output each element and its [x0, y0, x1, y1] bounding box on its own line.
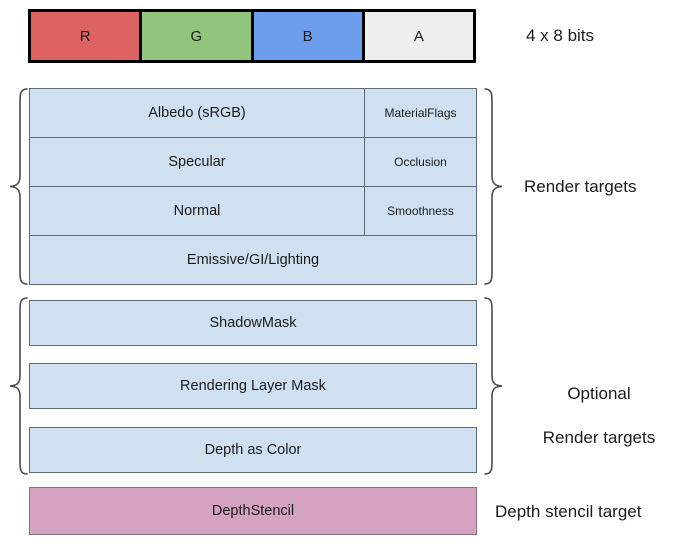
channel-label-g: G	[190, 27, 203, 45]
curly-brace-icon	[7, 297, 29, 475]
depth-stencil-box: DepthStencil	[29, 487, 477, 535]
channel-cell-b: B	[253, 12, 365, 60]
render-targets-table: Albedo (sRGB) MaterialFlags Specular Occ…	[29, 88, 477, 285]
table-row: Specular Occlusion	[30, 138, 476, 187]
curly-brace-icon	[483, 88, 505, 285]
channel-label-a: A	[413, 27, 424, 45]
render-targets-caption: Render targets	[524, 177, 637, 196]
optional-render-targets-caption-line2: Render targets	[542, 428, 656, 448]
render-target-alpha-label: Smoothness	[387, 204, 454, 218]
optional-render-targets-caption-line1: Optional	[567, 384, 631, 404]
optional-render-targets-caption: Optional Render targets	[514, 361, 684, 471]
render-target-main-cell: Specular	[30, 138, 365, 186]
channel-label-b: B	[302, 27, 313, 45]
render-target-alpha-label: MaterialFlags	[384, 106, 457, 120]
channel-cell-g: G	[142, 12, 254, 60]
optional-render-target-label: Rendering Layer Mask	[180, 378, 326, 394]
optional-render-target-box: Rendering Layer Mask	[29, 363, 477, 409]
table-row: Emissive/GI/Lighting	[30, 236, 476, 284]
render-target-main-cell: Albedo (sRGB)	[30, 89, 365, 137]
channel-label-r: R	[79, 27, 91, 45]
render-target-main-cell: Normal	[30, 187, 365, 235]
render-target-main-label: Albedo (sRGB)	[148, 105, 246, 121]
channel-bar-caption: 4 x 8 bits	[526, 26, 595, 45]
render-target-main-label: Normal	[173, 203, 221, 219]
render-target-main-cell: Emissive/GI/Lighting	[30, 236, 476, 284]
depth-stencil-label: DepthStencil	[211, 503, 295, 519]
table-row: Albedo (sRGB) MaterialFlags	[30, 89, 476, 138]
render-target-alpha-cell: MaterialFlags	[365, 89, 476, 137]
channel-cell-r: R	[31, 12, 143, 60]
render-target-main-label: Emissive/GI/Lighting	[186, 252, 320, 268]
channel-cell-a: A	[364, 12, 473, 60]
optional-render-target-label: ShadowMask	[209, 315, 297, 331]
optional-render-target-box: Depth as Color	[29, 427, 477, 473]
optional-render-target-label: Depth as Color	[204, 442, 302, 458]
render-target-main-label: Specular	[168, 154, 226, 170]
optional-render-target-box: ShadowMask	[29, 300, 477, 346]
render-target-alpha-cell: Smoothness	[365, 187, 476, 235]
table-row: Normal Smoothness	[30, 187, 476, 236]
render-target-alpha-label: Occlusion	[394, 155, 447, 169]
channel-bar: R G B A	[28, 9, 476, 63]
curly-brace-icon	[7, 88, 29, 285]
depth-stencil-caption: Depth stencil target	[495, 502, 642, 521]
curly-brace-icon	[483, 297, 505, 475]
render-target-alpha-cell: Occlusion	[365, 138, 476, 186]
